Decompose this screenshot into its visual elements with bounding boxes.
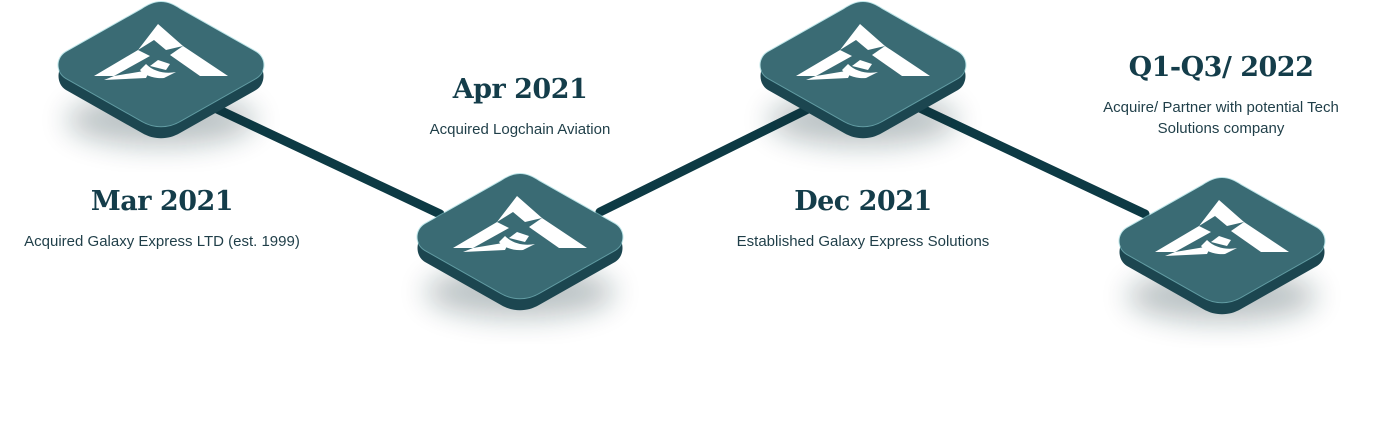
milestone-node-1 bbox=[50, 0, 272, 140]
connector-3-4 bbox=[915, 103, 1150, 219]
milestone-4: Q1-Q3/ 2022 Acquire/ Partner with potent… bbox=[1090, 52, 1352, 139]
milestone-node-2 bbox=[409, 172, 631, 312]
milestone-node-4 bbox=[1111, 176, 1333, 316]
milestone-date: Mar 2021 bbox=[90, 186, 234, 217]
milestone-date: Dec 2021 bbox=[794, 186, 932, 217]
milestone-2: Apr 2021 Acquired Logchain Aviation bbox=[370, 74, 670, 140]
milestone-description: Acquired Galaxy Express LTD (est. 1999) bbox=[24, 233, 300, 250]
milestone-3: Dec 2021 Established Galaxy Express Solu… bbox=[700, 186, 1026, 252]
milestone-date: Q1-Q3/ 2022 bbox=[1128, 52, 1314, 83]
milestone-description: Acquired Logchain Aviation bbox=[429, 121, 611, 138]
milestone-description: Established Galaxy Express Solutions bbox=[736, 233, 990, 250]
milestone-date: Apr 2021 bbox=[452, 74, 588, 105]
milestone-node-3 bbox=[752, 0, 974, 140]
milestone-description: Acquire/ Partner with potential Tech Sol… bbox=[1103, 99, 1339, 137]
milestone-1: Mar 2021 Acquired Galaxy Express LTD (es… bbox=[0, 186, 324, 252]
